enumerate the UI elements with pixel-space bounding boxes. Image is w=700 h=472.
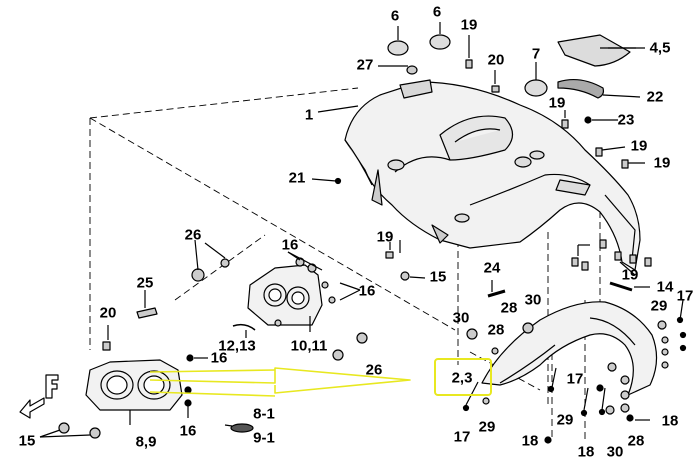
part-label-p22: 22 <box>646 88 664 106</box>
part-label-p16a: 16 <box>281 236 299 254</box>
part-label-p4-5: 4,5 <box>649 39 671 57</box>
plug-part-6b <box>429 34 451 50</box>
clips-part-19-20 <box>385 35 652 276</box>
plug-part-6a <box>387 40 409 56</box>
part-label-p19e: 19 <box>376 228 394 246</box>
part-label-p8-1: 8-1 <box>253 405 275 423</box>
part-label-p15a: 15 <box>18 432 36 450</box>
part-label-p16b: 16 <box>358 282 376 300</box>
part-label-p14: 14 <box>656 278 674 296</box>
mudguard-part-2-3 <box>481 301 658 396</box>
part-label-p25: 25 <box>136 274 154 292</box>
part-label-p17b: 17 <box>566 370 584 388</box>
part-label-p8-9: 8,9 <box>135 433 157 451</box>
part-label-p7: 7 <box>531 45 541 63</box>
part-label-p19b: 19 <box>548 94 566 112</box>
part-label-p20a: 20 <box>487 51 505 69</box>
part-label-p29a: 29 <box>650 297 668 315</box>
part-label-p28c: 28 <box>627 432 645 450</box>
part-label-p26b: 26 <box>365 361 383 379</box>
part-label-p1: 1 <box>304 106 314 124</box>
part-label-p26a: 26 <box>184 226 202 244</box>
callout-arrow <box>149 367 411 394</box>
part-label-p28b: 28 <box>487 321 505 339</box>
part-label-p30c: 30 <box>606 443 624 461</box>
part-label-p29b: 29 <box>556 411 574 429</box>
part-label-p10-11: 10,11 <box>290 337 328 355</box>
headlight-bracket-part-10-11 <box>247 264 323 332</box>
part-label-p2-3: 2,3 <box>451 369 473 387</box>
part-label-p16d: 16 <box>179 422 197 440</box>
front-fender-part-1 <box>344 79 641 271</box>
part-label-p12-13: 12,13 <box>218 337 256 355</box>
highlight-box-part-2-3 <box>434 358 492 396</box>
plug-part-7 <box>524 79 548 97</box>
part-label-p6a: 6 <box>390 7 400 25</box>
part-label-p17c: 17 <box>453 428 471 446</box>
part-label-p23: 23 <box>617 111 635 129</box>
fasteners-mudguard <box>462 299 687 444</box>
part-label-p17a: 17 <box>676 287 694 305</box>
part-label-p16c: 16 <box>210 349 228 367</box>
part-label-p19d: 19 <box>653 154 671 172</box>
part-label-p18a: 18 <box>661 412 679 430</box>
cover-part-4-5 <box>557 34 631 67</box>
part-label-p30b: 30 <box>452 309 470 327</box>
front-direction-icon <box>19 374 59 419</box>
part-label-p18c: 18 <box>577 443 595 461</box>
part-label-p19f: 19 <box>621 266 639 284</box>
part-label-p6b: 6 <box>432 3 442 21</box>
part-label-p9-1: 9-1 <box>253 429 275 447</box>
gasket-part-22 <box>557 78 605 99</box>
part-label-p30a: 30 <box>524 291 542 309</box>
part-label-p21: 21 <box>288 169 306 187</box>
part-label-p19c: 19 <box>630 137 648 155</box>
part-label-p15b: 15 <box>429 268 447 286</box>
part-label-p24: 24 <box>483 259 501 277</box>
part-label-p27: 27 <box>356 56 374 74</box>
part-label-p29c: 29 <box>478 418 496 436</box>
part-label-p20b: 20 <box>99 304 117 322</box>
part-label-p18b: 18 <box>521 432 539 450</box>
part-label-p28a: 28 <box>500 299 518 317</box>
part-label-p19a: 19 <box>460 16 478 34</box>
